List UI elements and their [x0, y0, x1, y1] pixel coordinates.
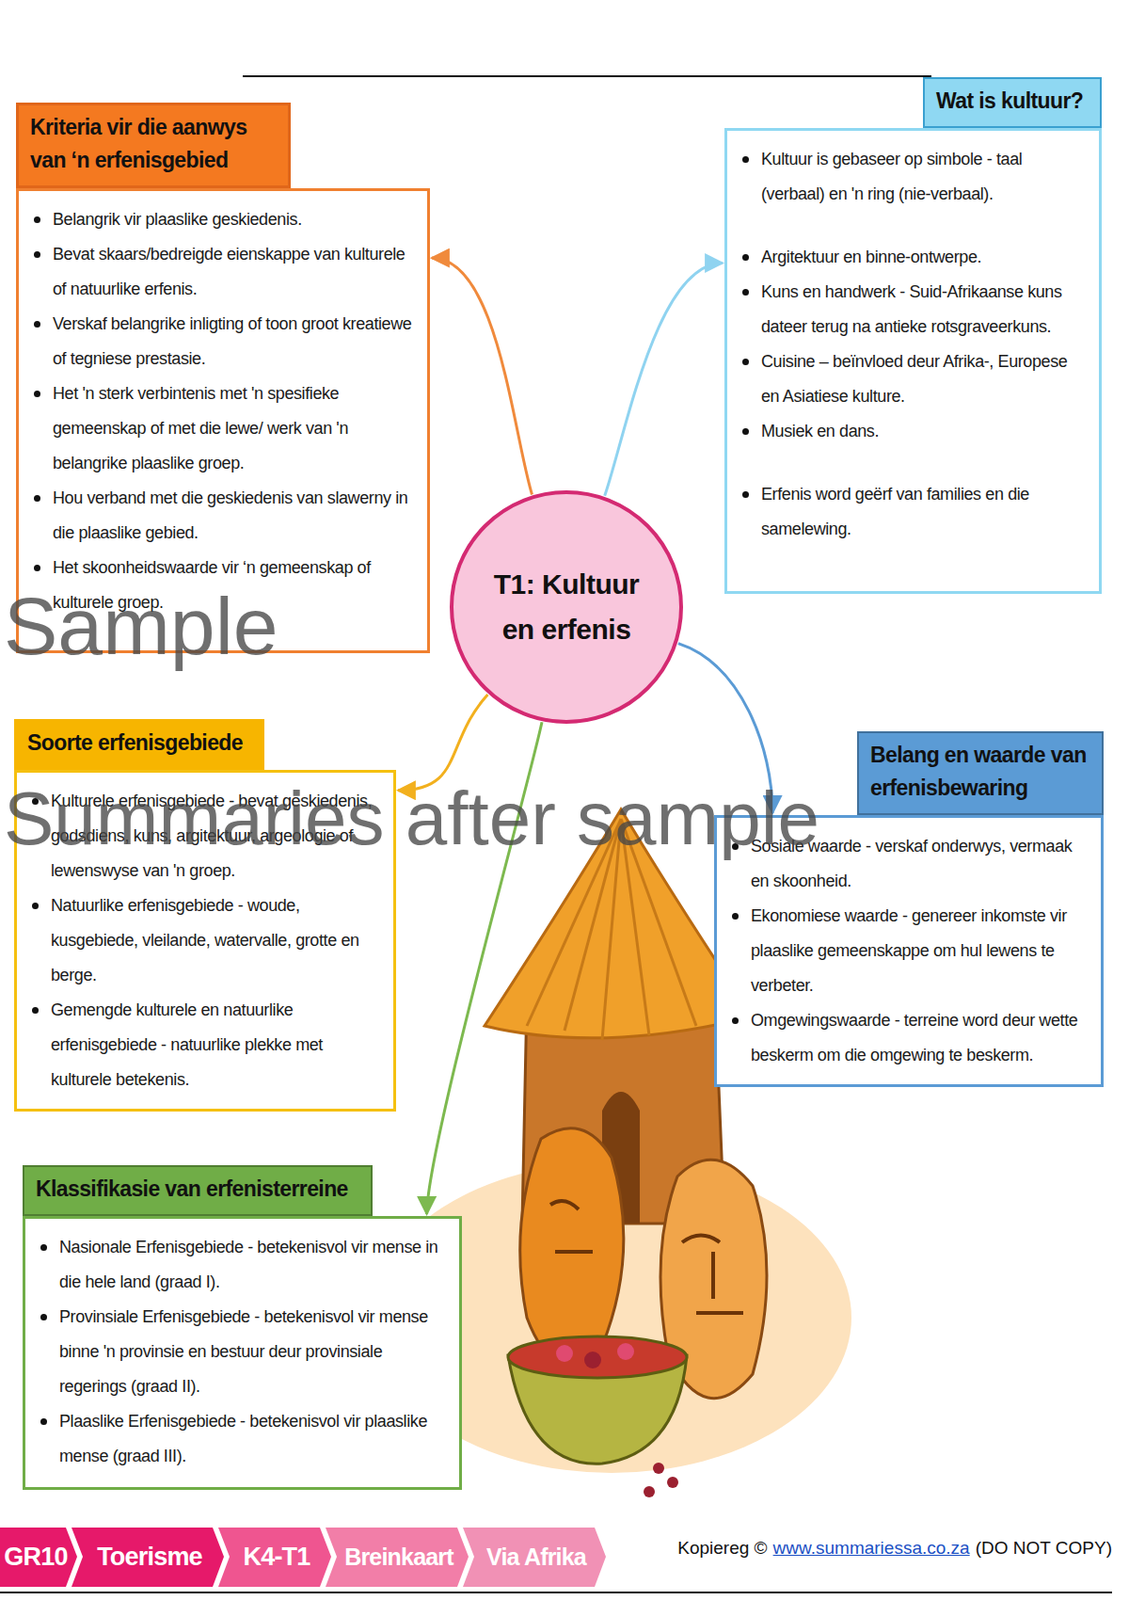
bottom-rule	[0, 1590, 1113, 1593]
bullet-item: Kultuur is gebaseer op simbole - taal (v…	[738, 142, 1086, 212]
bullet-item: Belangrik vir plaaslike geskiedenis.	[30, 202, 414, 238]
bullet-item: Plaaslike Erfenisgebiede - betekenisvol …	[36, 1403, 446, 1474]
footer-chevrons	[0, 1526, 606, 1587]
criteria-box: Kriteria vir die aanwys van ‘n erfenisge…	[15, 188, 430, 653]
copyright-text: Kopiereg ©	[677, 1537, 767, 1559]
watermark: Sample	[3, 585, 279, 667]
copyright-row: Kopiereg © www.summariessa.co.za(DO NOT C…	[677, 1537, 1113, 1559]
box-heading: Wat is kultuur?	[922, 77, 1102, 128]
bullet-item: Nasionale Erfenisgebiede - betekenisvol …	[36, 1229, 446, 1300]
bullet-item: Ekonomiese waarde - genereer inkomste vi…	[728, 898, 1088, 1003]
bullet-item: Gemengde kulturele en natuurlike erfenis…	[28, 992, 381, 1098]
bullet-item: Natuurlike erfenisgebiede - woude, kusge…	[28, 888, 381, 993]
box-heading: Klassifikasie van erfenisterreine	[22, 1164, 373, 1216]
box-heading: Belang en waarde van erfenisbewaring	[857, 731, 1104, 815]
bullet-item: Cuisine – beïnvloed deur Afrika-, Europe…	[738, 344, 1086, 414]
culture-box: Wat is kultuur?Kultuur is gebaseer op si…	[724, 127, 1102, 594]
curved-arrow	[431, 257, 533, 494]
copyright-link: www.summariessa.co.za	[773, 1537, 970, 1559]
classification-box: Klassifikasie van erfenisterreineNasiona…	[22, 1215, 462, 1490]
circle-outline	[448, 489, 684, 725]
bullet-item: Provinsiale Erfenisgebiede - betekenisvo…	[36, 1299, 446, 1404]
breadcrumb-item: Via Afrika	[473, 1526, 600, 1587]
breadcrumb-item: Breinkaart	[335, 1526, 462, 1587]
curved-arrow	[604, 263, 723, 496]
bullet-item: Omgewingswaarde - terreine word deur wet…	[728, 1002, 1088, 1073]
bullet-item: Argitektuur en binne-ontwerpe.	[738, 239, 1086, 275]
copyright-text: (DO NOT COPY)	[975, 1537, 1113, 1559]
bullet-item: Bevat skaars/bedreigde eienskappe van ku…	[30, 237, 414, 307]
bullet-item: Het 'n sterk verbintenis met 'n spesifie…	[30, 376, 414, 481]
bullet-item: Hou verband met die geskiedenis van slaw…	[30, 480, 414, 551]
bullet-item: Erfenis word geërf van families en die s…	[738, 477, 1086, 547]
breadcrumb-item: Toerisme	[82, 1526, 217, 1587]
bullet-item: Verskaf belangrike inligting of toon gro…	[30, 306, 414, 377]
watermark: Summaries after sample	[3, 780, 820, 857]
bullet-item: Musiek en dans.	[738, 413, 1086, 449]
box-heading: Soorte erfenisgebiede	[14, 718, 265, 770]
circle-shape	[451, 492, 682, 722]
breadcrumb-item: K4-T1	[229, 1526, 324, 1587]
top-rule	[242, 75, 932, 78]
curved-arrow	[397, 694, 488, 791]
breadcrumb-item: GR10	[0, 1526, 72, 1587]
bullet-item: Kuns en handwerk - Suid-Afrikaanse kuns …	[738, 274, 1086, 345]
central-topic-circle: T1: Kultuur en erfenis	[448, 489, 684, 725]
topic-title: T1: Kultuur en erfenis	[448, 489, 684, 725]
box-heading: Kriteria vir die aanwys van ‘n erfenisge…	[15, 102, 291, 189]
